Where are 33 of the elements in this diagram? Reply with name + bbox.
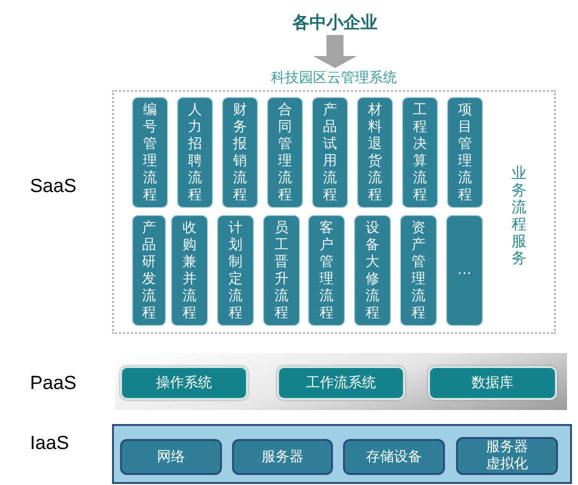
process-box: 客户管理流程	[308, 215, 345, 326]
service-box: 服务器	[232, 439, 333, 475]
system-group	[112, 68, 556, 334]
process-box: 员工晋升流程	[263, 215, 300, 326]
top-label: 各中小企业	[280, 12, 390, 34]
layer-label: PaaS	[30, 373, 76, 395]
process-box: 编号管理流程	[132, 97, 168, 208]
layer-band	[112, 424, 572, 484]
process-box: 产品研发流程	[132, 215, 166, 326]
process-box: 合同管理流程	[267, 97, 303, 208]
process-box: 资产管理流程	[400, 215, 437, 326]
arrow	[313, 35, 357, 68]
system-title: 科技园区云管理系统	[270, 69, 398, 88]
layer-label: IaaS	[30, 433, 70, 455]
service-box: 网络	[120, 439, 222, 475]
layer-band	[115, 353, 567, 410]
process-box: …	[446, 215, 483, 326]
process-box: 项目管理流程	[447, 97, 483, 208]
process-box: 收购兼并流程	[171, 215, 208, 326]
vertical-label: 业务流程服务	[510, 165, 528, 269]
process-box: 设备大修流程	[354, 215, 391, 326]
process-box: 财务报销流程	[222, 97, 258, 208]
service-box: 服务器虚拟化	[456, 437, 558, 475]
service-box: 数据库	[428, 366, 557, 400]
service-box: 工作流系统	[277, 366, 405, 400]
process-box: 计划制定流程	[217, 215, 254, 326]
service-box: 操作系统	[120, 366, 248, 400]
process-box: 材料退货流程	[357, 97, 393, 208]
service-box: 存储设备	[343, 439, 445, 475]
process-box: 工程决算流程	[402, 97, 438, 208]
process-box: 产品试用流程	[312, 97, 348, 208]
layer-label: SaaS	[30, 176, 76, 198]
process-box: 人力招聘流程	[177, 97, 213, 208]
